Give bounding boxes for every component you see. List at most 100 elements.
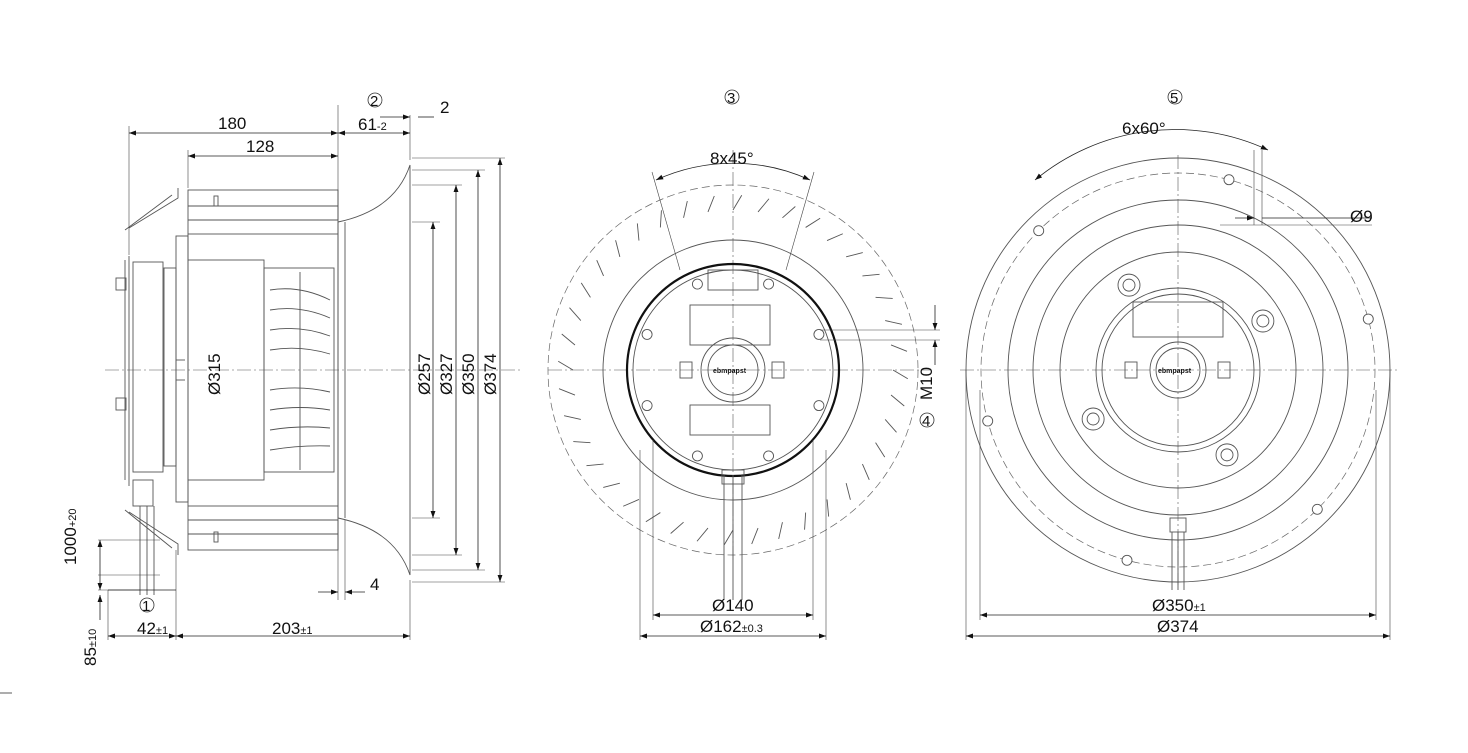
outer-hole [982, 415, 994, 427]
blade-tick [778, 522, 783, 540]
inner-boss [1251, 309, 1275, 333]
blade-tick [862, 463, 870, 480]
dim-d9: Ø9 [1350, 207, 1373, 226]
blade-tick [558, 388, 576, 396]
dim-d350-rear: Ø350±1 [1152, 596, 1206, 615]
inner-boss [1117, 273, 1141, 297]
blade-tick [623, 499, 640, 507]
blade-tick [845, 483, 851, 500]
marker-4: 4 [919, 412, 935, 430]
blade-tick [805, 217, 821, 228]
blade-tick [561, 333, 576, 346]
rear-view: ebmpapst 6x60° Ø9 Ø350±1 Ø374 5 [960, 89, 1400, 640]
mounting-hole [763, 278, 775, 290]
dim-61: 61-2 [358, 115, 387, 134]
mounting-hole [691, 278, 703, 290]
front-logo: ebmpapst [713, 368, 747, 375]
outer-hole [1223, 174, 1235, 186]
blade-tick [862, 273, 880, 277]
inlet-shroud [337, 164, 411, 576]
dim-8x45: 8x45° [710, 149, 754, 168]
side-view: 180 128 61-2 2 Ø315 Ø257 Ø327 Ø350 Ø374 … [61, 92, 520, 666]
blade-tick [875, 442, 886, 458]
inner-boss [1081, 407, 1105, 431]
svg-text:5: 5 [1170, 90, 1178, 107]
inner-boss [1215, 443, 1239, 467]
dim-d315: Ø315 [205, 353, 224, 395]
blade-tick [659, 210, 662, 228]
marker-5: 5 [1167, 89, 1183, 107]
svg-text:2: 2 [370, 93, 378, 110]
inner-boss-bore [1086, 412, 1100, 426]
mounting-hole [813, 328, 825, 340]
blade-tick [683, 200, 688, 218]
dim-d374: Ø374 [481, 353, 500, 395]
rear-logo: ebmpapst [1158, 368, 1192, 375]
blade-tick [573, 441, 591, 444]
blade-tick [723, 529, 734, 546]
dim-6x60: 6x60° [1122, 119, 1166, 138]
front-blade-marks [557, 194, 909, 546]
blade-tick [707, 195, 715, 213]
dim-d257: Ø257 [415, 353, 434, 395]
front-view: ebmpapst 8x45° Ø140 Ø162±0.3 M10 [547, 89, 940, 640]
svg-text:3: 3 [727, 90, 735, 107]
blade-tick [563, 415, 581, 420]
dim-d374-rear: Ø374 [1157, 617, 1199, 636]
side-dimension-lines [97, 114, 503, 639]
blade-tick [782, 206, 796, 219]
blade-tick [826, 499, 830, 517]
blade-tick [826, 233, 843, 241]
mounting-hole [691, 450, 703, 462]
blade-tick [890, 344, 908, 352]
front-mounting-holes [641, 278, 825, 462]
dim-128: 128 [246, 137, 274, 156]
blade-tick [580, 282, 591, 298]
dim-d140: Ø140 [712, 596, 754, 615]
rear-inner-bosses [1081, 273, 1275, 467]
dim-m10: M10 [917, 367, 936, 400]
dim-203: 203±1 [272, 619, 313, 638]
inner-boss-bore [1122, 278, 1136, 292]
blade-tick [615, 240, 621, 257]
blade-tick [751, 527, 759, 545]
blade-tick [636, 223, 640, 241]
blade-tick [596, 260, 604, 277]
dim-4: 4 [370, 575, 379, 594]
svg-text:4: 4 [922, 413, 930, 430]
marker-2: 2 [367, 92, 383, 110]
dim-d350: Ø350 [459, 353, 478, 395]
dim-180: 180 [218, 114, 246, 133]
outer-hole [1311, 503, 1323, 515]
blade-tick [885, 320, 903, 325]
inner-boss-bore [1220, 448, 1234, 462]
dim-1000: 1000+20 [61, 509, 80, 566]
blade-tick [569, 307, 582, 321]
outer-hole [1121, 554, 1133, 566]
dim-42: 42±1 [137, 619, 168, 638]
inner-boss-bore [1256, 314, 1270, 328]
blade-tick [757, 198, 770, 213]
marker-3: 3 [724, 89, 740, 107]
blade-tick [557, 360, 574, 371]
dim-d162: Ø162±0.3 [700, 617, 763, 636]
marker-1: 1 [139, 597, 155, 615]
mounting-hole [641, 328, 653, 340]
dim-2: 2 [440, 98, 449, 117]
blade-tick [875, 296, 893, 299]
side-extension-lines [98, 105, 505, 640]
mounting-hole [641, 400, 653, 412]
motor-housing [115, 188, 189, 595]
blade-tick [670, 521, 684, 534]
blade-tick [603, 482, 620, 488]
mounting-hole [813, 400, 825, 412]
blade-tick [884, 419, 897, 433]
blade-tick [804, 512, 807, 530]
blade-tick [846, 252, 863, 258]
dim-85: 85±10 [81, 629, 100, 666]
dim-d327: Ø327 [437, 353, 456, 395]
blade-tick [890, 394, 905, 407]
mounting-hole [763, 450, 775, 462]
outer-hole [1362, 313, 1374, 325]
